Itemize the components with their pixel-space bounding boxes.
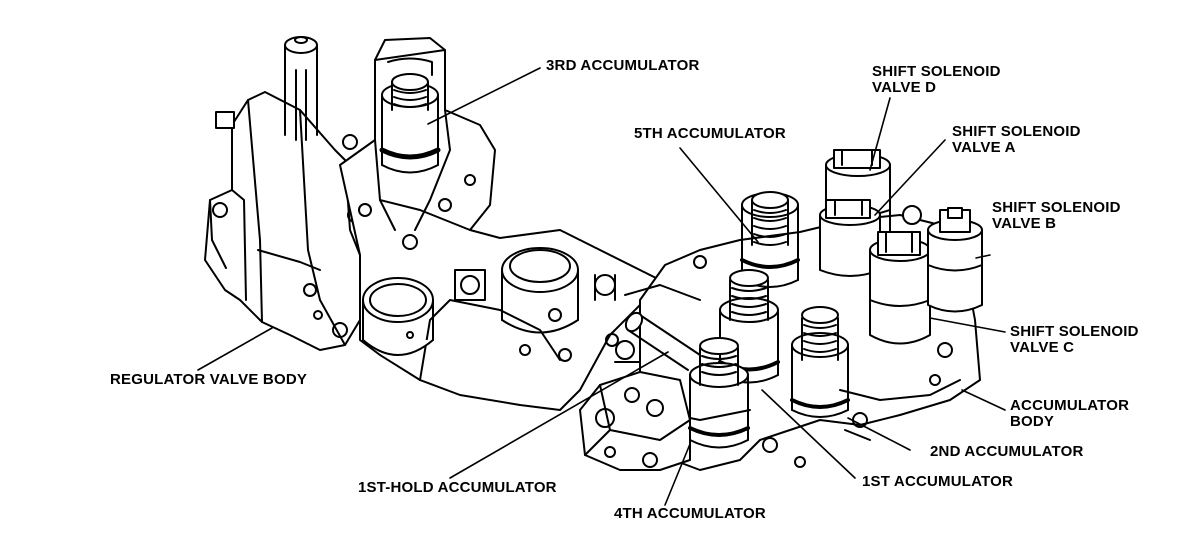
shift-solenoid-b-drawing xyxy=(927,207,983,313)
leader-solenoid-c xyxy=(929,317,1006,333)
label-shift-solenoid-a-line2: VALVE A xyxy=(952,139,1016,156)
label-accumulator-body-line2: BODY xyxy=(1010,413,1055,430)
label-1st-accumulator: 1ST ACCUMULATOR xyxy=(862,474,1013,490)
leader-1st-hold-accumulator xyxy=(449,351,669,479)
leader-solenoid-a xyxy=(874,139,946,216)
leader-1st-accumulator xyxy=(761,389,856,479)
accumulator-4th-drawing xyxy=(688,337,750,449)
leader-2nd-accumulator xyxy=(847,417,911,451)
label-shift-solenoid-c-line2: VALVE C xyxy=(1010,339,1075,356)
leader-lines xyxy=(197,67,1006,506)
label-5th-accumulator-text: 5TH ACCUMULATOR xyxy=(634,125,786,142)
leader-4th-accumulator xyxy=(664,443,691,506)
label-shift-solenoid-a: SHIFT SOLENOID VALVE A xyxy=(952,124,1081,156)
accumulator-5th-drawing xyxy=(740,191,800,288)
shift-solenoid-a-drawing xyxy=(819,199,881,277)
label-shift-solenoid-c-line1: SHIFT SOLENOID xyxy=(1010,323,1139,340)
label-shift-solenoid-d: SHIFT SOLENOID VALVE D xyxy=(872,64,1001,96)
label-5th-accumulator: 5TH ACCUMULATOR xyxy=(634,126,786,142)
label-4th-accumulator-text: 4TH ACCUMULATOR xyxy=(614,505,766,522)
leader-solenoid-d xyxy=(869,97,891,171)
label-2nd-accumulator: 2ND ACCUMULATOR xyxy=(930,444,1084,460)
accumulator-1st-drawing xyxy=(718,269,780,384)
label-1st-hold-accumulator-text: 1ST-HOLD ACCUMULATOR xyxy=(358,479,557,496)
label-3rd-accumulator-text: 3RD ACCUMULATOR xyxy=(546,57,700,74)
label-shift-solenoid-b-line1: SHIFT SOLENOID xyxy=(992,199,1121,216)
label-2nd-accumulator-text: 2ND ACCUMULATOR xyxy=(930,443,1084,460)
label-shift-solenoid-c: SHIFT SOLENOID VALVE C xyxy=(1010,324,1139,356)
label-shift-solenoid-b: SHIFT SOLENOID VALVE B xyxy=(992,200,1121,232)
leader-solenoid-b xyxy=(975,254,991,259)
label-shift-solenoid-b-line2: VALVE B xyxy=(992,215,1057,232)
leader-3rd-accumulator xyxy=(427,67,541,125)
label-regulator-valve-body-text: REGULATOR VALVE BODY xyxy=(110,371,308,388)
leader-5th-accumulator xyxy=(679,147,759,243)
label-shift-solenoid-d-line2: VALVE D xyxy=(872,79,937,96)
label-regulator-valve-body: REGULATOR VALVE BODY xyxy=(110,372,307,388)
regulator-valve-body xyxy=(204,36,365,351)
accumulator-3rd-drawing xyxy=(379,57,441,174)
shift-solenoid-c-drawing xyxy=(869,205,931,345)
label-3rd-accumulator: 3RD ACCUMULATOR xyxy=(546,58,700,74)
label-1st-accumulator-text: 1ST ACCUMULATOR xyxy=(862,473,1014,490)
label-accumulator-body: ACCUMULATOR BODY xyxy=(1010,398,1129,430)
label-shift-solenoid-a-line1: SHIFT SOLENOID xyxy=(952,123,1081,140)
leader-accumulator-body xyxy=(961,389,1006,411)
label-4th-accumulator: 4TH ACCUMULATOR xyxy=(614,506,766,522)
label-shift-solenoid-d-line1: SHIFT SOLENOID xyxy=(872,63,1001,80)
center-housing xyxy=(339,37,661,411)
leader-regulator-valve-body xyxy=(197,327,273,371)
label-accumulator-body-line1: ACCUMULATOR xyxy=(1010,397,1130,414)
label-1st-hold-accumulator: 1ST-HOLD ACCUMULATOR xyxy=(358,480,557,496)
accumulator-2nd-drawing xyxy=(790,306,850,418)
